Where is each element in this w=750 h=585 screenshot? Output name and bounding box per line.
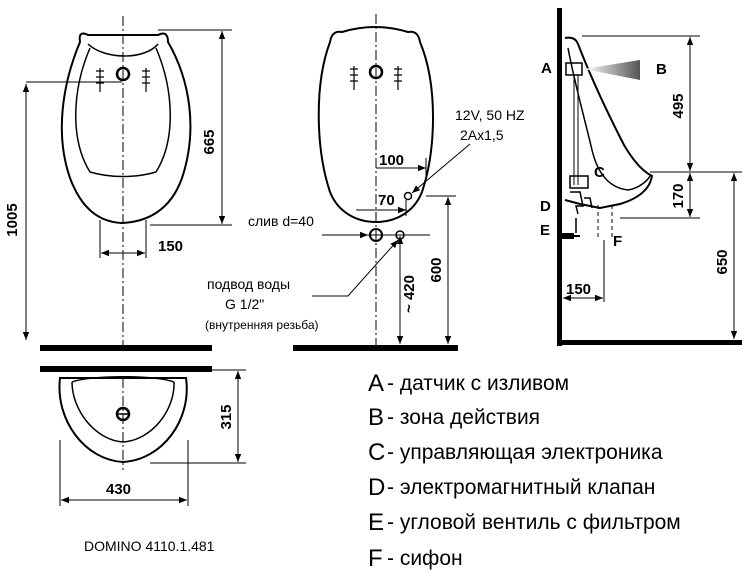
side-urinal-profile [564,36,654,210]
label-water-inlet: подвод воды [207,276,290,292]
letter-c: C [594,164,605,181]
electronics-box [569,175,589,189]
dim-665: 665 [201,129,218,154]
dim-150-front: 150 [158,238,183,255]
label-power: 12V, 50 HZ [455,107,525,123]
legend-letter-d: D [368,474,385,501]
legend-text-b: - зона действия [387,406,540,429]
legend-text-a: - датчик с изливом [387,372,569,395]
dim-1005: 1005 [4,203,21,236]
letter-a: A [541,60,552,77]
dim-430: 430 [106,481,131,498]
sensor-beam [584,60,640,80]
dim-420: ~ 420 [401,275,418,313]
dim-315: 315 [218,404,235,429]
dim-170: 170 [670,183,687,208]
wall [557,8,562,346]
legend-text-f: - сифон [387,547,463,570]
front-view: 1005 665 150 [4,16,232,351]
label-thread-type: (внутренняя резьба) [205,318,319,332]
dim-600: 600 [428,257,445,282]
solenoid-valve [570,191,593,215]
dim-70: 70 [378,192,395,209]
dim-150-side: 150 [566,281,591,298]
legend-text-d: - электромагнитный клапан [387,476,655,499]
legend-letter-e: E [368,509,384,536]
front-bowl-outline [60,32,192,225]
angle-valve [562,233,574,239]
legend: A - датчик с изливом B - зона действия C… [368,370,681,572]
label-drain: слив d=40 [248,213,314,229]
letter-b: B [656,61,667,78]
letter-f: F [613,233,622,250]
electrical-entry [403,191,413,201]
letter-e: E [540,222,550,239]
legend-text-e: - угловой вентиль с фильтром [387,511,681,534]
letter-d: D [540,198,551,215]
top-wall [40,366,212,372]
label-fuse: 2Ax1,5 [460,127,504,143]
legend-letter-a: A [368,370,384,397]
front-mount-markers [96,68,150,92]
dim-495: 495 [670,93,687,118]
legend-text-c: - управляющая электроника [387,441,663,464]
side-floor [557,340,742,345]
legend-letter-c: C [368,439,385,466]
top-bowl-outline [58,377,188,464]
dim-100: 100 [379,152,404,169]
back-view: 12V, 50 HZ 2Ax1,5 100 70 слив d=40 подво… [205,14,525,351]
front-floor [40,345,212,351]
dim-650: 650 [714,249,731,274]
model-number: DOMINO 4110.1.481 [84,538,215,554]
back-floor [293,345,458,351]
side-view: A B C D E F 495 170 650 150 [540,8,742,346]
siphon [597,205,613,238]
top-view: 315 430 [40,366,246,506]
legend-letter-f: F [368,545,383,572]
label-thread-size: G 1/2" [225,296,264,312]
legend-letter-b: B [368,404,384,431]
